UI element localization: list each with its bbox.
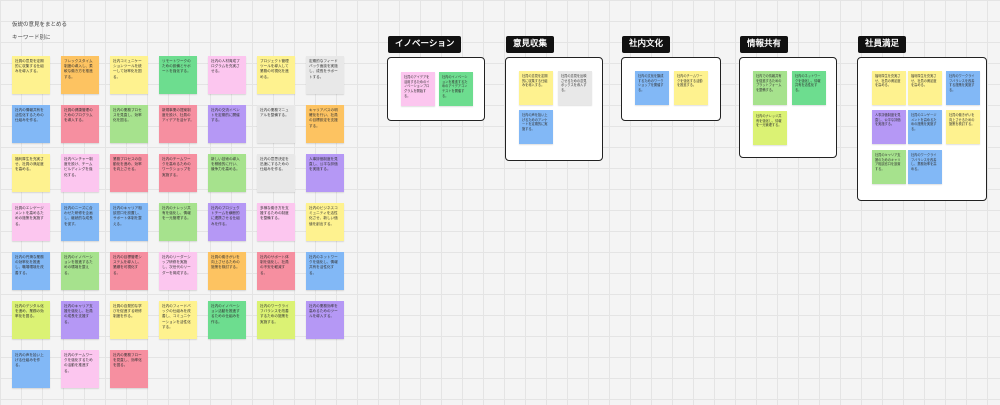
sticky-note[interactable]: 社内のイノベーションを推進するための環境を整える。	[61, 252, 99, 290]
sticky-note[interactable]: 業務プロセスの自動化を進め、効率を向上させる。	[110, 154, 148, 192]
sticky-note[interactable]: 新規事業の提案制度を設け、社員のアイデアを活かす。	[159, 105, 197, 143]
sticky-note[interactable]: 社内の人材育成プログラムを充実させる。	[208, 56, 246, 94]
sticky-note[interactable]: 人事評価制度を見直し、公平な評価を実施する。	[306, 154, 344, 192]
sticky-note[interactable]: 社内のプロジェクトチームを横断的に連携させる仕組みを作る。	[208, 203, 246, 241]
sticky-note[interactable]: 社内のサポート体制を強化し、社員の不安を軽減する。	[257, 252, 295, 290]
sticky-note[interactable]: プロジェクト管理ツールを導入して業務の可視化を進める。	[257, 56, 295, 94]
sticky-note[interactable]: 社内のニーズに合わせた研修を企画し、継続的な成長を促す。	[61, 203, 99, 241]
sticky-note[interactable]: 社内の業務マニュアルを整備する。	[257, 105, 295, 143]
sticky-note[interactable]: 社内のワークライフバランスを改善する施策を実施する。	[946, 71, 980, 105]
sticky-note[interactable]: 社内での情報共有を促進するためのプラットフォームを整備する。	[753, 71, 787, 105]
sticky-note[interactable]: 社内の交流イベントを定期的に開催する。	[208, 105, 246, 143]
sticky-note[interactable]: 社内のワークライフバランスを改善するための施策を実施する。	[257, 301, 295, 339]
sticky-note[interactable]: 社内のビジネスコミュニティを活性化させ、新しい価値を創出する。	[306, 203, 344, 241]
sticky-note[interactable]: 社内の声を拾い上げる仕組みを作る。	[12, 350, 50, 388]
sticky-note[interactable]: 社内の業務プロセスを見直し、効率化を図る。	[110, 105, 148, 143]
sticky-note[interactable]: 社内ベンチャー制度を設け、チームビルディングを強化する。	[61, 154, 99, 192]
sticky-note[interactable]: 社内のネットワークを強化し、情報共有を活性化する。	[792, 71, 826, 105]
group-frame[interactable]: 社内の文化を醸成するためのワークショップを開催する。社内のチームワークを強化する…	[621, 57, 721, 121]
sticky-note[interactable]: 社内のナレッジ共有を強化し、情報を一元管理する。	[753, 111, 787, 145]
sticky-note[interactable]: 社員のエンゲージメントを高めるための施策を実施する。	[908, 110, 942, 144]
sticky-note[interactable]: 社内のネットワークを強化し、情報共有を活性化する。	[306, 252, 344, 290]
sticky-note[interactable]: 社員のキャリア支援のためのキャリア相談窓口を設置する。	[872, 150, 906, 184]
board-title: 仮説の意見をまとめる	[12, 22, 68, 28]
sticky-note[interactable]: 社員のアイデアを活用するためのイノベーションプログラムを開始する。	[401, 72, 435, 106]
sticky-note[interactable]: 社員の意見を定期的に収集する仕組みを導入する。	[12, 56, 50, 94]
board-subtitle: キーワード別に	[12, 35, 51, 41]
sticky-note[interactable]: 福利厚生を充実させ、社員の満足度を高める。	[908, 71, 942, 105]
sticky-note[interactable]: 社員の健康管理のためのプログラムを導入する。	[61, 105, 99, 143]
sticky-note[interactable]: 社内の情報共有を活性化するための仕組みを作る。	[12, 105, 50, 143]
sticky-note[interactable]: 社内の文化を醸成するためのワークショップを開催する。	[635, 71, 669, 105]
sticky-note[interactable]: 社員の意見を反映させるための意見ボックスを導入する。	[558, 71, 592, 105]
sticky-note[interactable]: 社内の意思決定を迅速にするための仕組みを作る。	[257, 154, 295, 192]
sticky-note[interactable]: 福利厚生を充実させ、社員の満足度を高める。	[872, 71, 906, 105]
sticky-note[interactable]: 社員の働きがいを向上させるための施策を検討する。	[946, 110, 980, 144]
group-label[interactable]: 社員満足	[858, 36, 907, 53]
sticky-note[interactable]: 社内のナレッジ共有を強化し、情報を一元管理する。	[159, 203, 197, 241]
sticky-note[interactable]: 定期的なフィードバック面談を実施し、成長をサポートする。	[306, 56, 344, 94]
sticky-note[interactable]: 社内コミュニケーションツールを統一して効率化を図る。	[110, 56, 148, 94]
group-frame[interactable]: 社員の意見を定期的に収集する仕組みを導入する。社員の意見を反映させるための意見ボ…	[505, 57, 603, 161]
sticky-note[interactable]: 社内の目標管理システムを導入し、業績を可視化する。	[110, 252, 148, 290]
group-label[interactable]: イノベーション	[388, 36, 462, 53]
sticky-note[interactable]: 社員のエンゲージメントを高めるための施策を実施する。	[12, 203, 50, 241]
unsorted-sticky-notes: 社員の意見を定期的に収集する仕組みを導入する。フレックスタイム制度の導入し、柔軟…	[12, 56, 344, 388]
group-frame[interactable]: 社員のアイデアを活用するためのイノベーションプログラムを開始する。社内のイノベー…	[387, 57, 485, 121]
sticky-note[interactable]: 社内のフィードバックの仕組みを改善し、コミュニケーションを活性化する。	[159, 301, 197, 339]
group-frame[interactable]: 社内での情報共有を促進するためのプラットフォームを整備する。社内のネットワークを…	[739, 57, 837, 158]
group-frame[interactable]: 福利厚生を充実させ、社員の満足度を高める。福利厚生を充実させ、社員の満足度を高め…	[857, 57, 987, 201]
sticky-note[interactable]: 新しい技術の導入を積極的に行い、競争力を高める。	[208, 154, 246, 192]
sticky-note[interactable]: 多様な働き方を支援するための制度を整備する。	[257, 203, 295, 241]
sticky-note[interactable]: 社内のキャリア支援を強化し、社員の成長を支援する。	[61, 301, 99, 339]
sticky-note[interactable]: 社内のデジタル化を進め、業務の効率化を図る。	[12, 301, 50, 339]
sticky-note[interactable]: 社内の声を拾い上げるためのアンケートを定期的に実施する。	[519, 110, 553, 144]
sticky-note[interactable]: 社内の業務フローを見直し、効率化を図る。	[110, 350, 148, 388]
sticky-note[interactable]: 社内のワークライフバランスを改善し、業務効率を高める。	[908, 150, 942, 184]
sticky-note[interactable]: 社内のイノベーションを推進するためのアイデアコンテストを開催する。	[439, 72, 473, 106]
sticky-note[interactable]: キャリアパスの明確化を行い、社員の目標設定を支援する。	[306, 105, 344, 143]
sticky-note[interactable]: 社内のリーダーシップ研修を実施し、次世代のリーダーを育成する。	[159, 252, 197, 290]
sticky-note[interactable]: フレックスタイム制度の導入し、柔軟な働き方を推進する。	[61, 56, 99, 94]
sticky-note[interactable]: リモートワークのための設備とサポートを強化する。	[159, 56, 197, 94]
sticky-note[interactable]: 福利厚生を充実させ、社員の満足度を高める。	[12, 154, 50, 192]
group-label[interactable]: 社内文化	[622, 36, 671, 53]
sticky-note[interactable]: 社員の自発的な学びを促進する研修制度を作る。	[110, 301, 148, 339]
sticky-note[interactable]: 社内のチームワークを強化する活動を推進する。	[674, 71, 708, 105]
sticky-note[interactable]: 社内の円滑な業務の効率化を推進し、職場環境を改善する。	[12, 252, 50, 290]
group-label[interactable]: 情報共有	[740, 36, 789, 53]
sticky-note[interactable]: 社内のチームワークを強化するための活動を推進する。	[61, 350, 99, 388]
group-label[interactable]: 意見収集	[506, 36, 555, 53]
sticky-note[interactable]: 社内の業務効率を高めるためのツールを導入する。	[306, 301, 344, 339]
sticky-note[interactable]: 人事評価制度を見直し、公平な評価を実施する。	[872, 110, 906, 144]
sticky-note[interactable]: 社員の働きがいを向上させるための施策を検討する。	[208, 252, 246, 290]
sticky-note[interactable]: 社内のチームワークを高めるためのワークショップを実施する。	[159, 154, 197, 192]
sticky-note[interactable]: 社内のイノベーション活動を推進するための仕組みを作る。	[208, 301, 246, 339]
sticky-note[interactable]: 社員の意見を定期的に収集する仕組みを導入する。	[519, 71, 553, 105]
sticky-note[interactable]: 社内のキャリア相談窓口を設置し、サポート体制を整える。	[110, 203, 148, 241]
